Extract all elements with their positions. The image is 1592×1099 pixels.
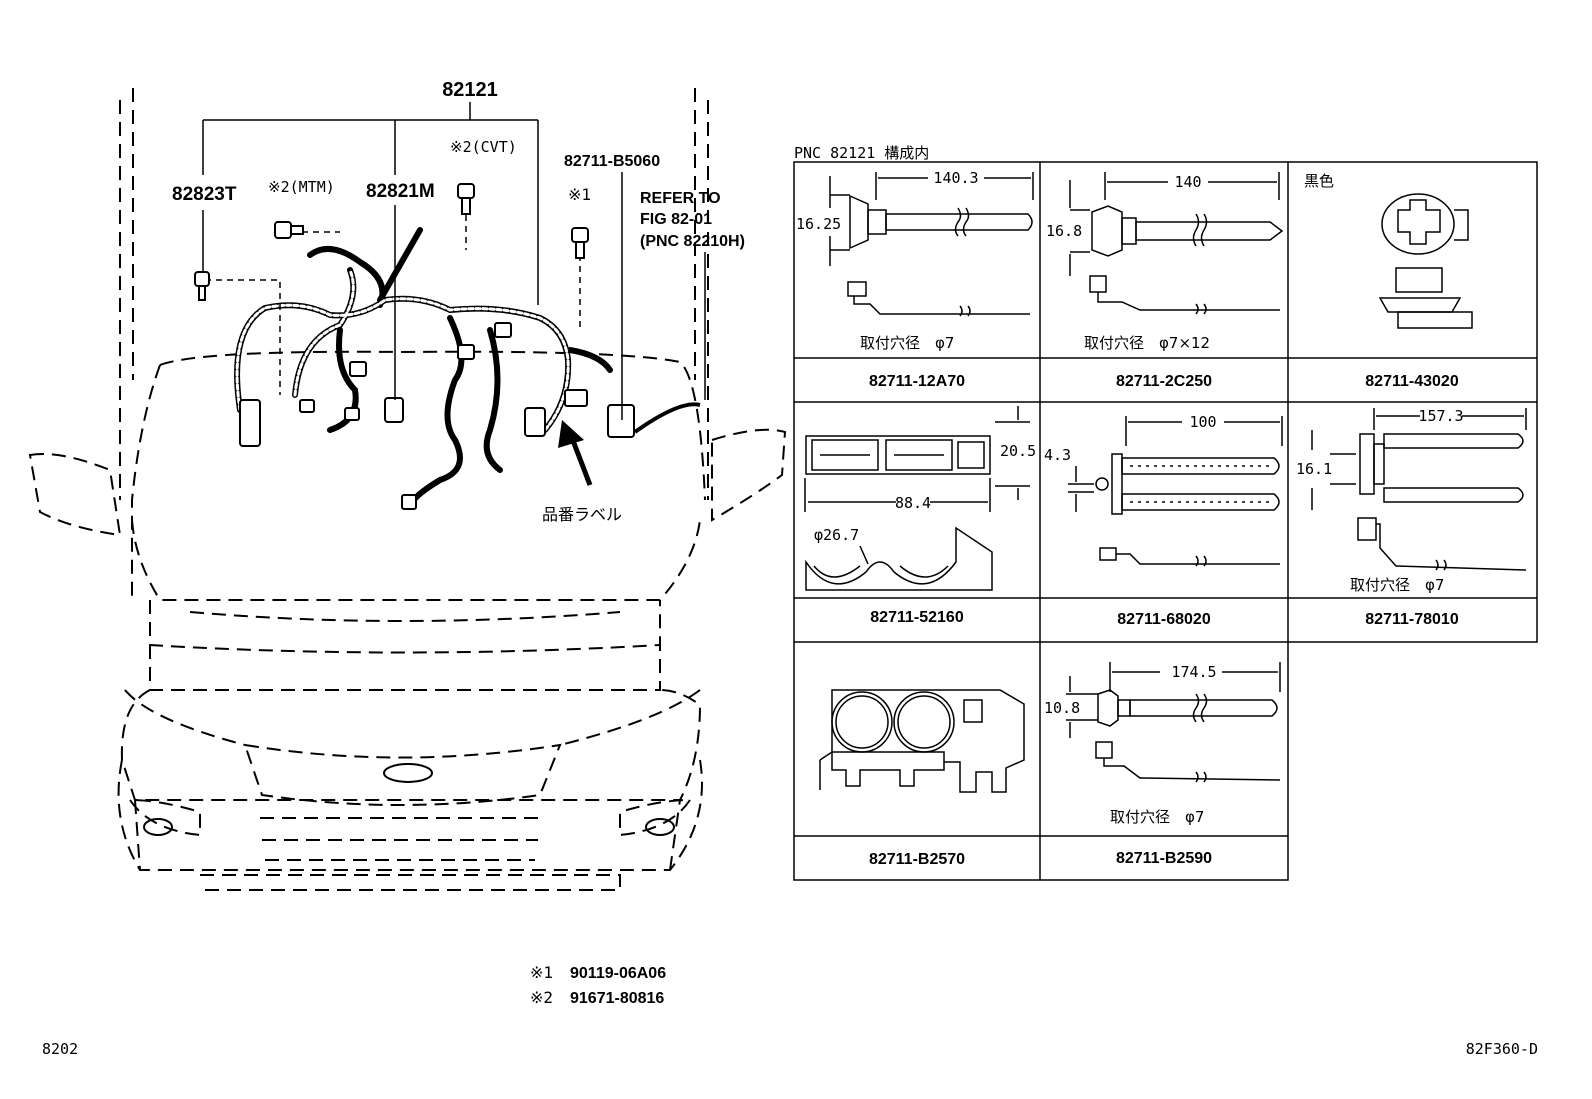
table-title: PNC 82121 構成内: [794, 144, 929, 162]
part-number-2C250: 82711-2C250: [1116, 373, 1212, 390]
clip-drawing-52160: [804, 406, 1030, 591]
dim-a-12A70: 140.3: [933, 169, 978, 187]
clip-drawing-78010: [1311, 408, 1527, 571]
fog-lamp-right-icon: [645, 818, 675, 836]
harness-branch-right: [633, 402, 701, 434]
part-number-B2570: 82711-B2570: [869, 851, 965, 868]
corner-left-code: 8202: [42, 1040, 78, 1058]
label-arrow-icon: [558, 420, 593, 486]
dim-b-78010: 16.1: [1296, 460, 1332, 478]
note-78010: 取付穴径 φ7: [1350, 576, 1444, 594]
callout-label-arrow: 品番ラベル: [542, 505, 622, 524]
part-number-B2590: 82711-B2590: [1116, 850, 1212, 867]
wire-harness: [234, 227, 613, 508]
footnote-1-mark: ※1: [530, 963, 553, 982]
dim-b-2C250: 16.8: [1046, 222, 1082, 240]
callout-note-mtm: ※2(MTM): [268, 178, 335, 196]
part-number-12A70: 82711-12A70: [869, 373, 965, 390]
callout-refer-line2: FIG 82-01: [640, 211, 712, 228]
footnote-2-mark: ※2: [530, 988, 553, 1007]
leader-dashed-82823T: [205, 279, 281, 395]
footnote-2-part: 91671-80816: [570, 990, 664, 1007]
fog-lamp-left-icon: [143, 818, 173, 836]
dim-b-12A70: 16.25: [796, 215, 841, 233]
callout-refer-line3: (PNC 82210H): [640, 233, 745, 250]
dim-c-52160: φ26.7: [814, 526, 859, 544]
main-part-number: 82121: [442, 79, 498, 101]
clip-drawing-2C250: [1069, 172, 1284, 315]
callout-82711-B5060: 82711-B5060: [564, 153, 660, 170]
leader-lines: [202, 102, 706, 420]
callout-note-cvt: ※2(CVT): [450, 138, 517, 156]
dim-a-2C250: 140: [1174, 173, 1201, 191]
footnote-1-part: 90119-06A06: [570, 965, 666, 982]
clip-drawing-12A70: [829, 172, 1034, 317]
clip-drawing-B2570: [819, 689, 1025, 793]
harness-connectors: [239, 322, 635, 510]
parts-table-grid: [793, 161, 1538, 881]
dim-a-52160: 88.4: [895, 494, 931, 512]
clip-drawing-68020: [1068, 416, 1283, 567]
dim-a-68020: 100: [1189, 413, 1216, 431]
corner-right-code: 82F360-D: [1466, 1040, 1538, 1058]
note-43020: 黒色: [1304, 172, 1334, 190]
callout-refer-line1: REFER TO: [640, 190, 721, 207]
part-number-78010: 82711-78010: [1365, 611, 1459, 628]
vehicle-outline: [28, 88, 787, 891]
dim-b-68020: 4.3: [1044, 446, 1071, 464]
callout-82821M: 82821M: [366, 181, 435, 202]
note-B2590: 取付穴径 φ7: [1110, 808, 1204, 826]
dim-b-B2590: 10.8: [1044, 699, 1080, 717]
bolt-icon: [194, 183, 589, 301]
emblem-icon: [383, 763, 433, 783]
part-number-68020: 82711-68020: [1117, 611, 1211, 628]
note-2C250: 取付穴径 φ7×12: [1084, 334, 1210, 352]
dim-b-52160: 20.5: [1000, 442, 1036, 460]
part-number-52160: 82711-52160: [870, 609, 964, 626]
dim-a-78010: 157.3: [1418, 407, 1463, 425]
part-number-43020: 82711-43020: [1365, 373, 1459, 390]
clip-drawing-43020: [1378, 193, 1473, 329]
callout-note-1: ※1: [568, 185, 591, 204]
note-12A70: 取付穴径 φ7: [860, 334, 954, 352]
callout-82823T: 82823T: [172, 184, 237, 205]
clip-drawing-B2590: [1066, 662, 1281, 783]
dim-a-B2590: 174.5: [1171, 663, 1216, 681]
